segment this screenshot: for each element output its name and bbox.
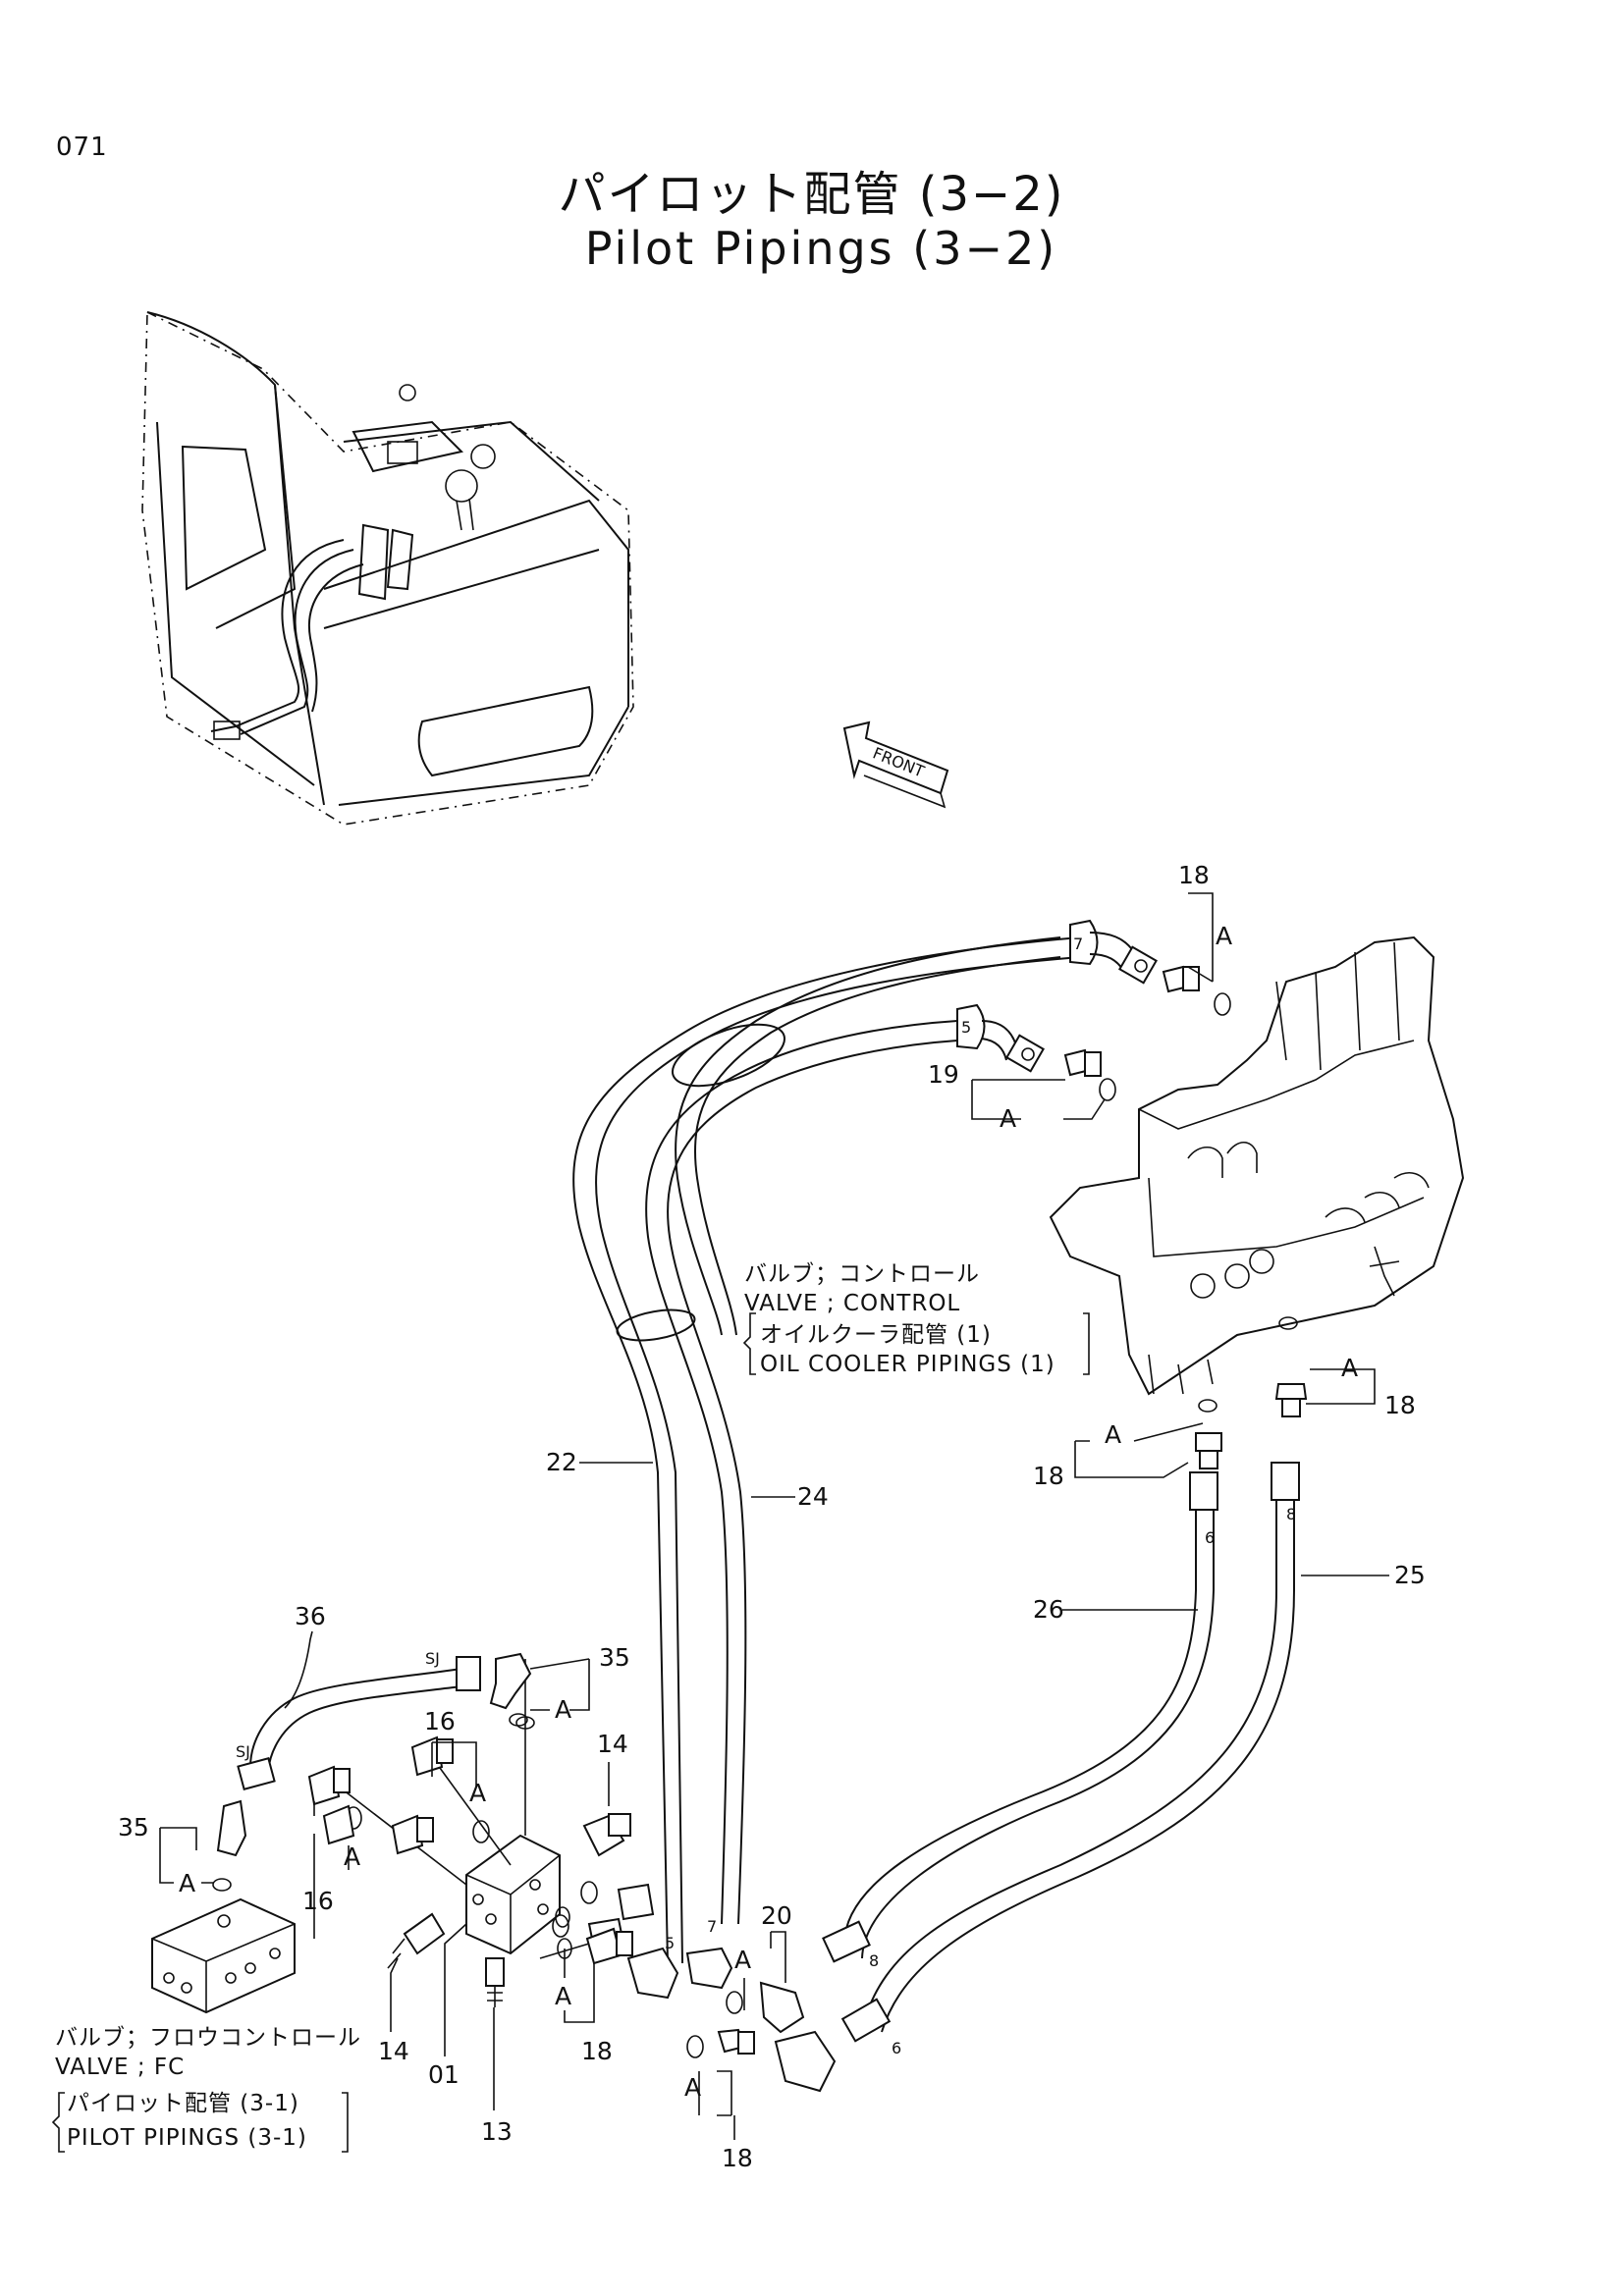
hose-mark: 8 — [869, 1951, 879, 1970]
a-mark: A — [555, 1982, 571, 2010]
a-mark: A — [344, 1842, 360, 1871]
note-ref-jp: オイルクーラ配管 (1) — [760, 1322, 992, 1348]
front-arrow: FRONT — [842, 721, 949, 809]
callout-13: 13 — [481, 2117, 513, 2146]
hose-mark-sj: SJ — [425, 1649, 440, 1668]
page-title-en: Pilot Pipings (3−2) — [584, 222, 1058, 275]
note-en: VALVE ; FC — [55, 2055, 185, 2080]
a-mark: A — [1341, 1354, 1358, 1382]
callout-18-right: 18 — [1384, 1391, 1416, 1419]
hose-mark: 5 — [665, 1934, 675, 1952]
hose-mark: 6 — [1205, 1528, 1215, 1547]
hose-mark: 8 — [1286, 1505, 1296, 1523]
callout-14-left: 14 — [378, 2037, 409, 2065]
callout-25: 25 — [1394, 1561, 1426, 1589]
control-valve — [1049, 935, 1465, 1396]
fittings-control-valve — [1063, 965, 1308, 1469]
callout-18-bottom-2: 18 — [722, 2144, 753, 2172]
note-en: VALVE ; CONTROL — [744, 1291, 960, 1316]
hose-mark: 6 — [892, 2039, 901, 2057]
hoses-25-26 — [822, 1462, 1300, 2043]
hose-mark: 7 — [1073, 934, 1083, 953]
callout-18-top: 18 — [1178, 861, 1210, 889]
callout-35-right: 35 — [599, 1643, 630, 1672]
hose-36 — [212, 1652, 532, 1892]
control-valve-note: バルブ；コントロール VALVE ; CONTROL オイルクーラ配管 (1) … — [744, 1261, 1055, 1377]
callout-26: 26 — [1033, 1595, 1064, 1624]
leader-lines — [159, 892, 1389, 2140]
callout-16-top: 16 — [424, 1707, 456, 1735]
a-mark: A — [469, 1779, 486, 1807]
fc-valve-bottom-left — [151, 1897, 296, 2014]
callout-24: 24 — [797, 1482, 829, 1511]
callout-14-right: 14 — [597, 1730, 628, 1758]
callout-16-left: 16 — [302, 1887, 334, 1915]
machine-overview — [141, 310, 634, 826]
a-mark: A — [179, 1869, 195, 1897]
page-number: 071 — [56, 133, 108, 162]
page-title-jp: パイロット配管 (3−2) — [558, 167, 1065, 222]
note-jp: バルブ；フロウコントロール — [55, 2025, 361, 2051]
note-ref-en: OIL COOLER PIPINGS (1) — [760, 1352, 1055, 1377]
note-ref-jp: パイロット配管 (3-1) — [67, 2091, 299, 2116]
fc-valve-block — [307, 1659, 633, 2007]
callout-22: 22 — [546, 1448, 577, 1476]
callout-18-mid: 18 — [1033, 1462, 1064, 1490]
hose-mark-sj: SJ — [236, 1742, 250, 1761]
a-mark: A — [1000, 1104, 1016, 1133]
a-mark: A — [555, 1695, 571, 1724]
bottom-fittings — [552, 1881, 837, 2093]
callout-20: 20 — [761, 1901, 792, 1930]
callout-35-left: 35 — [118, 1813, 149, 1842]
note-jp: バルブ；コントロール — [744, 1261, 980, 1287]
hose-mark: 5 — [961, 1018, 971, 1037]
callout-18-bottom-1: 18 — [581, 2037, 613, 2065]
callout-19: 19 — [928, 1060, 959, 1089]
callout-36: 36 — [295, 1602, 326, 1630]
a-mark: A — [684, 2073, 701, 2102]
hose-bundle-22-24 — [572, 919, 1158, 1964]
callout-01: 01 — [428, 2060, 460, 2089]
note-ref-en: PILOT PIPINGS (3-1) — [67, 2125, 307, 2151]
a-mark: A — [1105, 1420, 1121, 1449]
a-mark: A — [1216, 922, 1232, 950]
hose-mark: 7 — [707, 1917, 717, 1936]
fc-valve-note: バルブ；フロウコントロール VALVE ; FC パイロット配管 (3-1) P… — [55, 2025, 361, 2151]
note-brackets — [51, 1312, 1090, 2153]
a-mark: A — [734, 1946, 751, 1974]
